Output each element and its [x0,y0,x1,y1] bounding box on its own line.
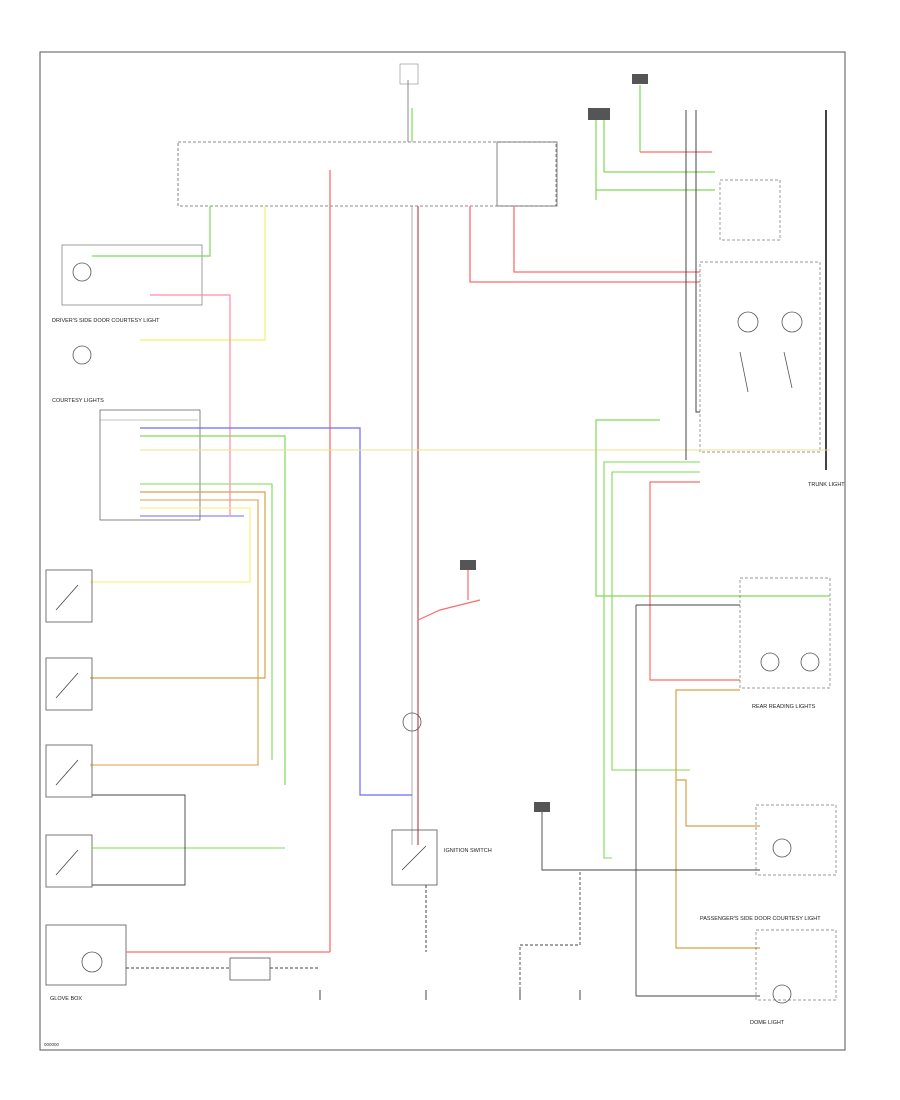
courtesy-connector [99,409,201,521]
label-passenger-door: PASSENGER'S SIDE DOOR COURTESY LIGHT [700,916,821,922]
switch-3 [45,744,93,798]
label-driver-door-light: DRIVER'S SIDE DOOR COURTESY LIGHT [52,318,160,324]
ground-top-right [588,108,610,120]
passenger-door-light-lower [755,929,837,1001]
switch-4 [45,834,93,888]
label-trunk: TRUNK LIGHT [808,482,845,488]
label-glove-box: GLOVE BOX [50,996,82,1002]
label-rear-reading: REAR READING LIGHTS [752,704,816,710]
driver-door-light [61,244,203,306]
label-dome: DOME LIGHT [750,1020,785,1026]
switch-1 [45,569,93,623]
ground-bottom-right [534,802,550,812]
relay-box-right [496,141,558,207]
label-footer-code: 000000 [44,1042,60,1047]
ignition-switch [391,829,438,886]
module-box [229,957,271,981]
ground-top-far-right [632,74,648,84]
fuse-box [177,141,557,207]
label-ignition: IGNITION SWITCH [444,848,492,854]
trunk-light-box [699,261,821,453]
passenger-door-light-upper [755,804,837,876]
switch-2 [45,657,93,711]
label-courtesy-light: COURTESY LIGHTS [52,398,104,404]
ground-center [460,560,476,570]
glove-box [45,924,127,986]
battery-fuse-top [399,63,419,85]
diagram-frame [39,51,846,1051]
rear-reading-lights [739,577,831,689]
trunk-light-switch [719,179,781,241]
